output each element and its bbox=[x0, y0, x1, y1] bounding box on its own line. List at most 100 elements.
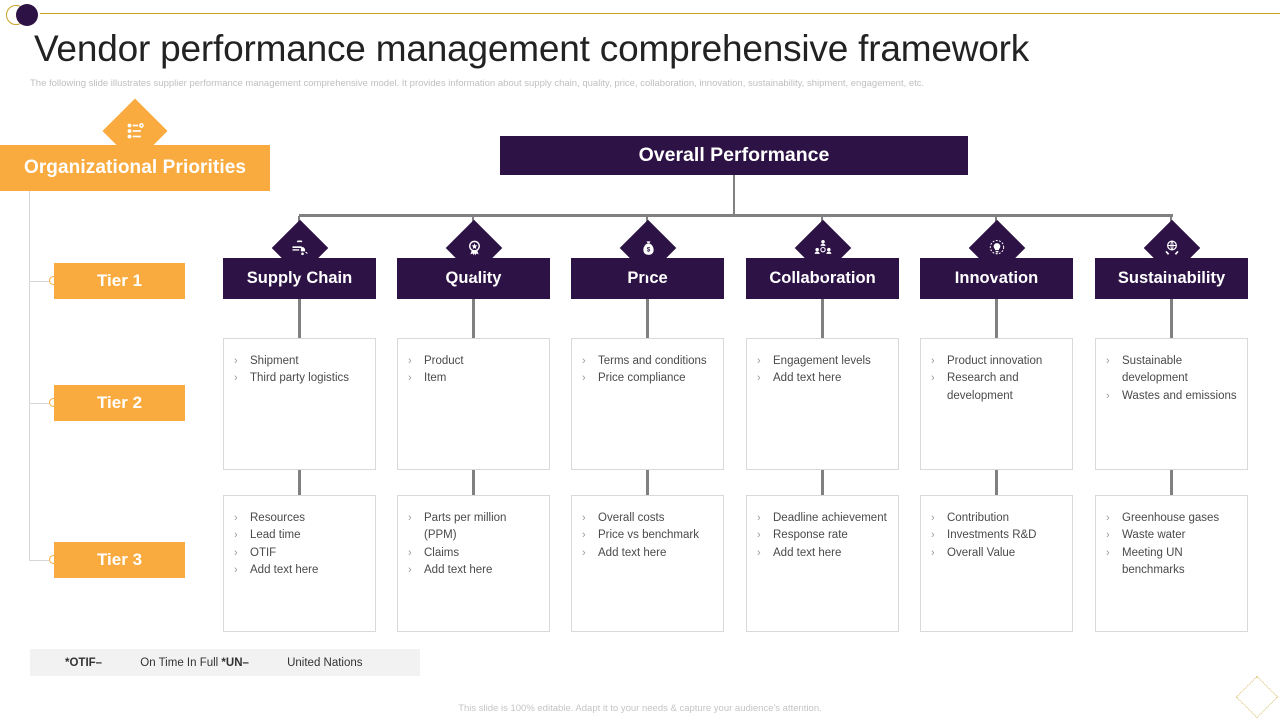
chevron-right-icon: › bbox=[408, 563, 412, 576]
tier3-card-innovation: ›Contribution › Investments R&D ›Overall … bbox=[920, 495, 1073, 632]
list-item-text: Add text here bbox=[773, 372, 842, 385]
page-subtitle: The following slide illustrates supplier… bbox=[30, 78, 925, 89]
list-item: ›Third party logistics bbox=[232, 370, 365, 387]
list-item: ›Contribution bbox=[929, 510, 1062, 527]
list-item: ›Product innovation bbox=[929, 353, 1062, 370]
list-item: › Investments R&D bbox=[929, 527, 1062, 544]
category-label-collaboration: Collaboration bbox=[769, 269, 876, 287]
tier3-list-sustainability: › Greenhouse gases › Waste water ›Meeting … bbox=[1096, 496, 1247, 579]
list-item-text: Add text here bbox=[773, 546, 842, 559]
footnote-text: *OTIF– On Time In Full *UN– United Natio… bbox=[30, 657, 363, 669]
list-item-text: Greenhouse gases bbox=[1122, 512, 1220, 524]
list-item-text: Add text here bbox=[424, 563, 493, 576]
lightbulb-gear-icon bbox=[977, 228, 1017, 268]
list-item-text: Deadline achievement bbox=[773, 512, 887, 524]
list-item: ›Overall Value bbox=[929, 545, 1062, 562]
tier3-card-price: ›Overall costs ›Price vs benchmark ›Add … bbox=[571, 495, 724, 632]
tier3-list-price: ›Overall costs ›Price vs benchmark ›Add … bbox=[572, 496, 723, 562]
list-item: › Sustainable development bbox=[1104, 353, 1237, 388]
chevron-right-icon: › bbox=[931, 529, 935, 542]
list-item-text: Third party logistics bbox=[250, 372, 350, 385]
tier2-card-supply-chain: ›Shipment ›Third party logistics bbox=[223, 338, 376, 470]
tier3-card-collaboration: ›Deadline achievement ›Response rate ›Ad… bbox=[746, 495, 899, 632]
otif-expansion: On Time In Full bbox=[137, 656, 222, 669]
list-item: ›Item bbox=[406, 370, 539, 387]
list-item: › Add text here bbox=[406, 562, 539, 579]
award-ribbon-icon bbox=[454, 228, 494, 268]
tier-box-1[interactable]: Tier 1 bbox=[54, 263, 185, 299]
tier-label-3: Tier 3 bbox=[96, 550, 143, 569]
category-diamond-collaboration bbox=[794, 219, 851, 277]
list-item-text: Product bbox=[424, 355, 464, 367]
list-item-text: Add text here bbox=[598, 546, 667, 559]
list-item: ›Meeting UN benchmarks bbox=[1104, 545, 1237, 580]
chevron-right-icon: › bbox=[1106, 546, 1110, 559]
list-item: › Add text here bbox=[232, 562, 365, 579]
chevron-right-icon: › bbox=[1106, 512, 1110, 524]
category-diamond-price: $ bbox=[619, 219, 676, 277]
globe-hands-icon bbox=[1152, 228, 1192, 268]
column-connector-b-1 bbox=[298, 470, 301, 496]
column-connector-b-2 bbox=[472, 470, 475, 496]
category-label-price: Price bbox=[627, 269, 668, 287]
column-connector-a-1 bbox=[298, 299, 301, 339]
list-item: ›Lead time bbox=[232, 527, 365, 544]
tier-box-2[interactable]: Tier 2 bbox=[54, 385, 185, 421]
list-item: ›Terms and conditions bbox=[580, 353, 713, 370]
chevron-right-icon: › bbox=[234, 546, 238, 559]
tier3-card-supply-chain: ›Resources ›Lead time › OTIF › Add text he… bbox=[223, 495, 376, 632]
list-item-text: Price compliance bbox=[598, 372, 686, 385]
chevron-right-icon: › bbox=[234, 529, 238, 542]
chevron-right-icon: › bbox=[234, 563, 238, 576]
organizational-priorities-banner: Organizational Priorities bbox=[0, 145, 270, 191]
category-label-sustainability: Sustainability bbox=[1117, 269, 1226, 287]
category-diamond-innovation bbox=[968, 219, 1025, 277]
list-item: ›Add text here bbox=[580, 545, 713, 562]
list-item-text: Engagement levels bbox=[773, 355, 871, 367]
list-item-text: Research and development bbox=[947, 372, 1019, 402]
chevron-right-icon: › bbox=[757, 512, 761, 524]
list-item: › Product bbox=[406, 353, 539, 370]
logo-dot-icon bbox=[16, 4, 38, 26]
list-item-text: OTIF bbox=[250, 546, 277, 559]
tier2-list-sustainability: › Sustainable development › Wastes and emi… bbox=[1096, 339, 1247, 405]
un-expansion: United Nations bbox=[283, 656, 363, 669]
overall-performance-header[interactable]: Overall Performance bbox=[500, 136, 968, 175]
list-item: ›Resources bbox=[232, 510, 365, 527]
chevron-right-icon: › bbox=[757, 546, 761, 559]
tier3-list-quality: ›Parts per million (PPM) ›Claims ›Add te… bbox=[398, 496, 549, 579]
list-item-text: Waste water bbox=[1122, 529, 1186, 542]
overall-performance-label: Overall Performance bbox=[638, 144, 830, 166]
chevron-right-icon: › bbox=[931, 546, 935, 559]
tier3-list-collaboration: ›Deadline achievement ›Response rate ›Ad… bbox=[747, 496, 898, 562]
tier-label-2: Tier 2 bbox=[96, 393, 143, 412]
column-connector-a-3 bbox=[646, 299, 649, 339]
list-item-text: Add text here bbox=[250, 563, 319, 576]
chevron-right-icon: › bbox=[408, 355, 412, 367]
list-item: › OTIF bbox=[232, 545, 365, 562]
chevron-right-icon: › bbox=[931, 512, 935, 524]
list-item-text: Investments R&D bbox=[947, 529, 1037, 542]
list-item-text: Sustainable development bbox=[1122, 355, 1188, 385]
tier3-card-sustainability: › Greenhouse gases › Waste water ›Meeting … bbox=[1095, 495, 1248, 632]
root-connector-horizontal bbox=[299, 214, 1173, 217]
chevron-right-icon: › bbox=[1106, 355, 1110, 367]
tier-box-3[interactable]: Tier 3 bbox=[54, 542, 185, 578]
chevron-right-icon: › bbox=[582, 529, 586, 542]
list-item-text: Price vs benchmark bbox=[598, 529, 699, 542]
list-item: ›Research and development bbox=[929, 370, 1062, 405]
abbreviation-footnote: *OTIF– On Time In Full *UN– United Natio… bbox=[30, 649, 420, 676]
tier2-card-quality: › Product ›Item bbox=[397, 338, 550, 470]
column-connector-b-4 bbox=[821, 470, 824, 496]
list-item-text: Parts per million (PPM) bbox=[424, 512, 507, 542]
tier-stub-1 bbox=[29, 281, 57, 282]
tier2-list-quality: › Product ›Item bbox=[398, 339, 549, 388]
tier2-list-price: ›Terms and conditions › Price compliance bbox=[572, 339, 723, 388]
organizational-priorities-diamond bbox=[102, 98, 168, 164]
column-connector-b-3 bbox=[646, 470, 649, 496]
chevron-right-icon: › bbox=[582, 355, 586, 367]
category-header-sustainability[interactable]: Sustainability bbox=[1095, 258, 1248, 299]
list-item-text: Wastes and emissions bbox=[1122, 389, 1237, 402]
category-label-quality: Quality bbox=[445, 269, 502, 287]
tier-stub-2 bbox=[29, 403, 57, 404]
